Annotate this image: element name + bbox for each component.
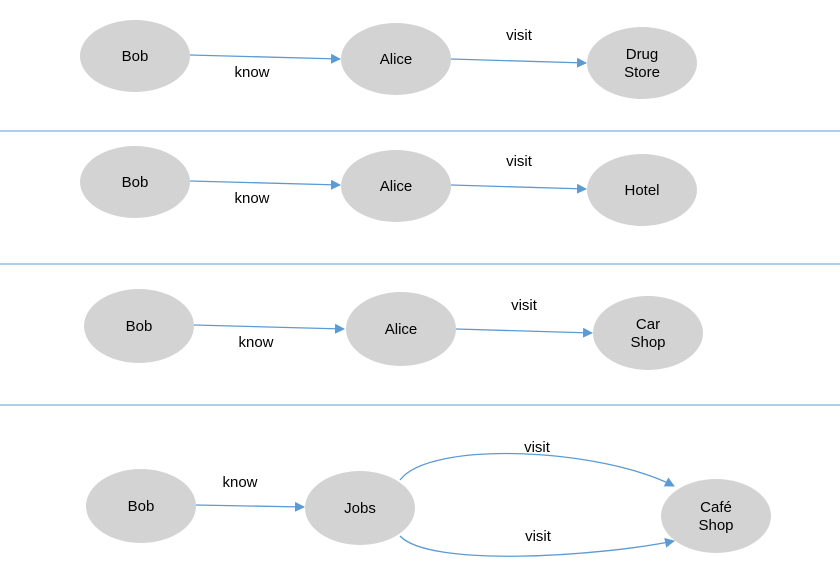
edge-arrow [189,53,341,64]
node-ellipse [346,292,456,366]
node-label: Alice [380,51,413,68]
node-ellipse [587,27,697,99]
panel-dividers [0,130,840,406]
node-label: Shop [630,334,665,351]
node-alice: Alice [341,150,451,222]
edge-bob-jobs: know [195,474,305,512]
edge-bob-alice: know [189,53,341,81]
node-label: Car [636,316,660,333]
edge-alice-drug-store: visit [450,27,587,68]
edge-bob-alice: know [193,323,345,351]
node-label: Hotel [624,182,659,199]
node-label: Alice [380,178,413,195]
edge-arrow [189,179,341,190]
edge-label: visit [524,439,551,456]
node-ellipse [593,296,703,370]
edge-label: visit [506,27,533,44]
node-label: Café [700,499,732,516]
edge-label: visit [511,297,538,314]
edge-label: visit [525,528,552,545]
node-label: Bob [122,48,149,65]
node-ellipse [84,289,194,363]
edge-arrow [450,183,587,194]
edge-arrow [195,501,305,512]
node-label: Jobs [344,500,376,517]
edge-arrow [193,323,345,334]
node-label: Alice [385,321,418,338]
node-label: Bob [128,498,155,515]
node-bob: Bob [80,20,190,92]
node-bob: Bob [84,289,194,363]
edge-arrow [450,57,587,68]
edge-arrow [455,327,593,338]
node-bob: Bob [80,146,190,218]
edge-label: know [238,334,273,351]
edge-jobs-cafe-shop: visit [399,528,675,557]
node-ellipse [587,154,697,226]
edge-jobs-cafe-shop: visit [399,439,675,487]
node-label: Bob [126,318,153,335]
node-ellipse [661,479,771,553]
node-ellipse [305,471,415,545]
node-label: Shop [698,517,733,534]
node-ellipse [341,23,451,95]
edge-label: visit [506,153,533,170]
node-ellipse [80,146,190,218]
edge-alice-hotel: visit [450,153,587,194]
node-label: Store [624,64,660,81]
edge-label: know [234,190,269,207]
node-ellipse [86,469,196,543]
node-label: Bob [122,174,149,191]
node-label: Drug [626,46,659,63]
node-ellipse [80,20,190,92]
edge-bob-alice: know [189,179,341,207]
edge-arrow [399,452,675,487]
edge-label: know [234,64,269,81]
node-jobs: Jobs [305,471,415,545]
node-alice: Alice [346,292,456,366]
node-alice: Alice [341,23,451,95]
edge-arrow [399,535,675,557]
node-ellipse [341,150,451,222]
edge-label: know [222,474,257,491]
node-hotel: Hotel [587,154,697,226]
edge-alice-car-shop: visit [455,297,593,338]
node-bob: Bob [86,469,196,543]
